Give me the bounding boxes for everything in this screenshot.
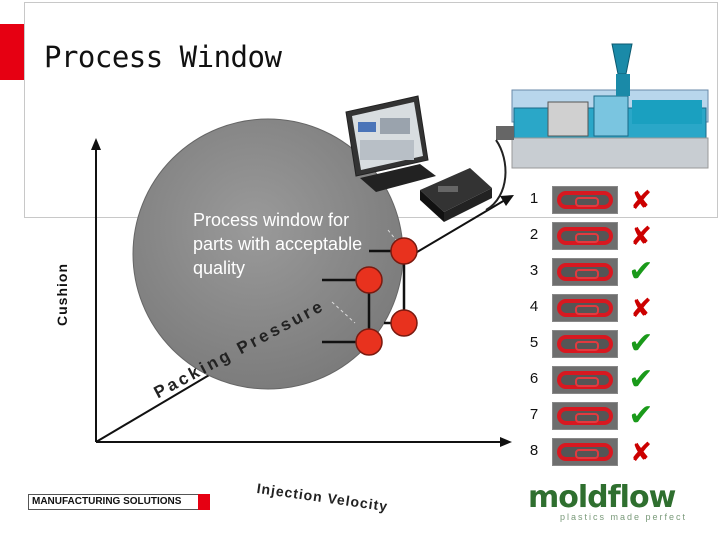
part-number: 5 [529,334,539,351]
design-point [390,237,418,265]
molded-part-image [552,294,618,322]
cross-icon: ✘ [630,437,652,467]
molded-part-ring [557,443,613,461]
check-icon: ✔ [628,255,654,288]
computer-monitor-icon [345,95,436,192]
part-number: 6 [529,370,539,387]
hidden-edge [331,301,356,324]
part-number: 1 [529,190,539,207]
part-number: 8 [529,442,539,459]
molded-part-ring [557,335,613,353]
molded-part-ring [557,227,613,245]
logo-tagline: plastics made perfect [560,512,688,522]
cross-icon: ✘ [630,293,652,323]
company-accent-bar [198,494,210,510]
molded-part-ring [557,299,613,317]
x-axis-arrow [500,437,512,447]
part-number: 2 [529,226,539,243]
molded-part-ring [557,191,613,209]
molded-part-ring [557,263,613,281]
y-axis-arrow [91,138,101,150]
moldflow-logo: moldflow [528,480,676,515]
controller-box-icon [420,168,492,222]
part-number: 7 [529,406,539,423]
page-title: Process Window [44,40,282,74]
molded-part-image [552,258,618,286]
check-icon: ✔ [628,399,654,432]
design-point [355,266,383,294]
cross-icon: ✘ [630,185,652,215]
molded-part-image [552,222,618,250]
design-point [355,328,383,356]
molded-part-image [552,366,618,394]
title-accent-bar [0,24,24,80]
molded-part-ring [557,407,613,425]
process-window-label: Process window for parts with acceptable… [193,210,363,278]
cable [485,139,507,211]
part-number: 4 [529,298,539,315]
molded-part-image [552,330,618,358]
check-icon: ✔ [628,363,654,396]
part-number: 3 [529,262,539,279]
y-axis-label: Cushion [54,263,70,326]
molded-part-image [552,186,618,214]
molded-part-image [552,438,618,466]
molded-part-image [552,402,618,430]
injection-molding-machine-icon [496,43,709,169]
cross-icon: ✘ [630,221,652,251]
z-axis-arrow [500,195,514,206]
molded-part-ring [557,371,613,389]
check-icon: ✔ [628,327,654,360]
company-label: MANUFACTURING SOLUTIONS [28,494,208,510]
design-point [390,309,418,337]
